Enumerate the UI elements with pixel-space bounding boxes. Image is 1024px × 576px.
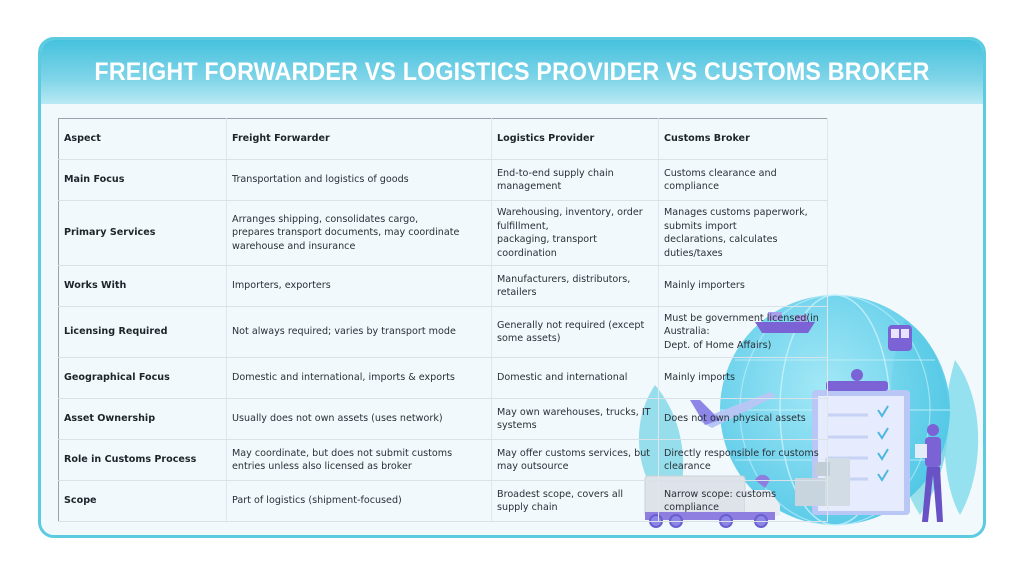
aspect-cell: Licensing Required — [58, 306, 227, 358]
aspect-cell: Asset Ownership — [58, 398, 227, 440]
logistics-provider-cell: Manufacturers, distributors, retailers — [491, 265, 659, 307]
header-freight-forwarder: Freight Forwarder — [226, 118, 492, 160]
customs-broker-cell: Customs clearance and compliance — [658, 159, 828, 201]
aspect-cell: Primary Services — [58, 200, 227, 266]
header-logistics-provider: Logistics Provider — [491, 118, 659, 160]
table-row: Works With Importers, exporters Manufact… — [58, 265, 828, 307]
customs-broker-cell: Mainly importers — [658, 265, 828, 307]
freight-forwarder-cell: May coordinate, but does not submit cust… — [226, 439, 492, 481]
customs-broker-cell: Directly responsible for customs clearan… — [658, 439, 828, 481]
logistics-provider-cell: Generally not required (except some asse… — [491, 306, 659, 358]
aspect-cell: Scope — [58, 480, 227, 522]
aspect-cell: Role in Customs Process — [58, 439, 227, 481]
customs-broker-cell: Must be government licensed(in Australia… — [658, 306, 828, 358]
logistics-provider-cell: Broadest scope, covers all supply chain — [491, 480, 659, 522]
table-row: Primary Services Arranges shipping, cons… — [58, 200, 828, 266]
aspect-cell: Main Focus — [58, 159, 227, 201]
comparison-table: Aspect Freight Forwarder Logistics Provi… — [58, 118, 828, 522]
table-row: Scope Part of logistics (shipment-focuse… — [58, 480, 828, 522]
table-row: Geographical Focus Domestic and internat… — [58, 357, 828, 399]
header-customs-broker: Customs Broker — [658, 118, 828, 160]
table-row: Licensing Required Not always required; … — [58, 306, 828, 358]
customs-broker-cell: Does not own physical assets — [658, 398, 828, 440]
logistics-provider-cell: End-to-end supply chain management — [491, 159, 659, 201]
freight-forwarder-cell: Domestic and international, imports & ex… — [226, 357, 492, 399]
aspect-cell: Geographical Focus — [58, 357, 227, 399]
aspect-cell: Works With — [58, 265, 227, 307]
freight-forwarder-cell: Part of logistics (shipment-focused) — [226, 480, 492, 522]
logistics-provider-cell: Warehousing, inventory, order fulfillmen… — [491, 200, 659, 266]
freight-forwarder-cell: Arranges shipping, consolidates cargo, p… — [226, 200, 492, 266]
customs-broker-cell: Manages customs paperwork, submits impor… — [658, 200, 828, 266]
customs-broker-cell: Narrow scope: customs compliance — [658, 480, 828, 522]
freight-forwarder-cell: Usually does not own assets (uses networ… — [226, 398, 492, 440]
logistics-provider-cell: May own warehouses, trucks, IT systems — [491, 398, 659, 440]
table-row: Main Focus Transportation and logistics … — [58, 159, 828, 201]
freight-forwarder-cell: Not always required; varies by transport… — [226, 306, 492, 358]
page-title: FREIGHT FORWARDER VS LOGISTICS PROVIDER … — [94, 57, 930, 86]
title-banner: FREIGHT FORWARDER VS LOGISTICS PROVIDER … — [41, 40, 983, 104]
logistics-provider-cell: Domestic and international — [491, 357, 659, 399]
freight-forwarder-cell: Importers, exporters — [226, 265, 492, 307]
logistics-provider-cell: May offer customs services, but may outs… — [491, 439, 659, 481]
table-header-row: Aspect Freight Forwarder Logistics Provi… — [58, 118, 828, 160]
table-row: Asset Ownership Usually does not own ass… — [58, 398, 828, 440]
customs-broker-cell: Mainly imports — [658, 357, 828, 399]
table-row: Role in Customs Process May coordinate, … — [58, 439, 828, 481]
freight-forwarder-cell: Transportation and logistics of goods — [226, 159, 492, 201]
header-aspect: Aspect — [58, 118, 227, 160]
